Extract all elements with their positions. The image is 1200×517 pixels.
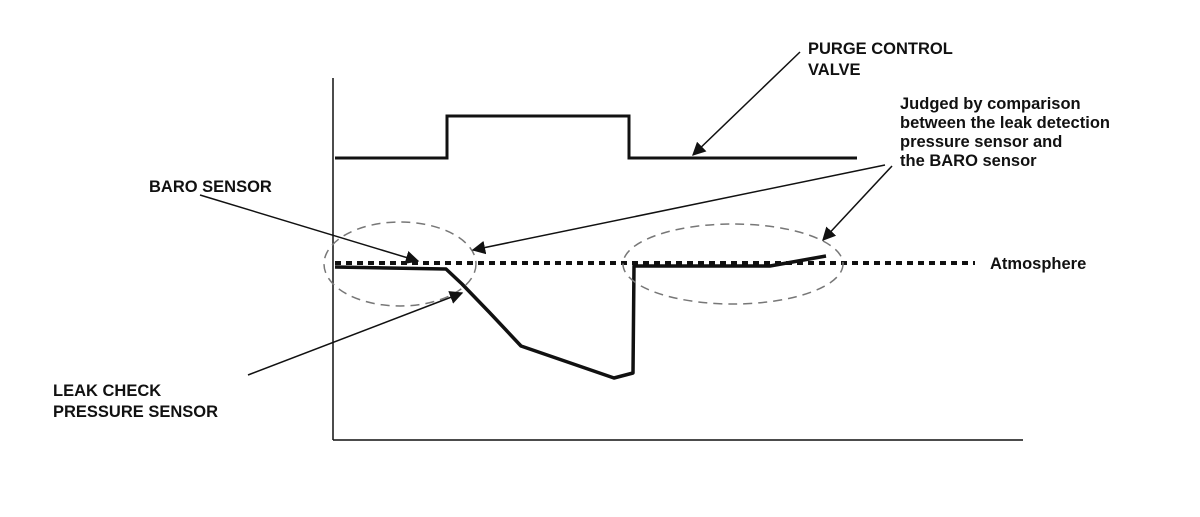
label-baro-sensor: BARO SENSOR [149,178,272,196]
comparison-ellipse-left [323,221,477,307]
label-purge-control-valve: PURGE CONTROL VALVE [808,40,957,79]
arrow-judged-right [822,165,893,241]
label-purge-control-valve-line1: PURGE CONTROL [808,40,953,58]
label-leak-check-sensor-line1: LEAK CHECK [53,382,161,400]
purge-control-valve-signal [335,114,857,160]
label-judged-note: Judged by comparison between the leak de… [900,95,1115,170]
label-judged-note-line1: Judged by comparison [900,95,1081,113]
leak-check-pressure-trace [334,254,827,380]
label-judged-note-line2: between the leak detection [900,114,1110,132]
arrow-leak-check-sensor [247,291,464,376]
label-leak-check-sensor: LEAK CHECK PRESSURE SENSOR [53,382,218,421]
label-judged-note-line4: the BARO sensor [900,152,1037,170]
comparison-ellipse-right [622,223,844,305]
label-judged-note-line3: pressure sensor and [900,133,1062,151]
arrow-judged-left [471,164,886,255]
arrow-purge-control-valve [692,51,801,156]
label-purge-control-valve-line2: VALVE [808,61,861,79]
label-leak-check-sensor-line2: PRESSURE SENSOR [53,403,218,421]
arrow-baro-sensor [199,194,420,264]
label-atmosphere: Atmosphere [990,255,1086,273]
